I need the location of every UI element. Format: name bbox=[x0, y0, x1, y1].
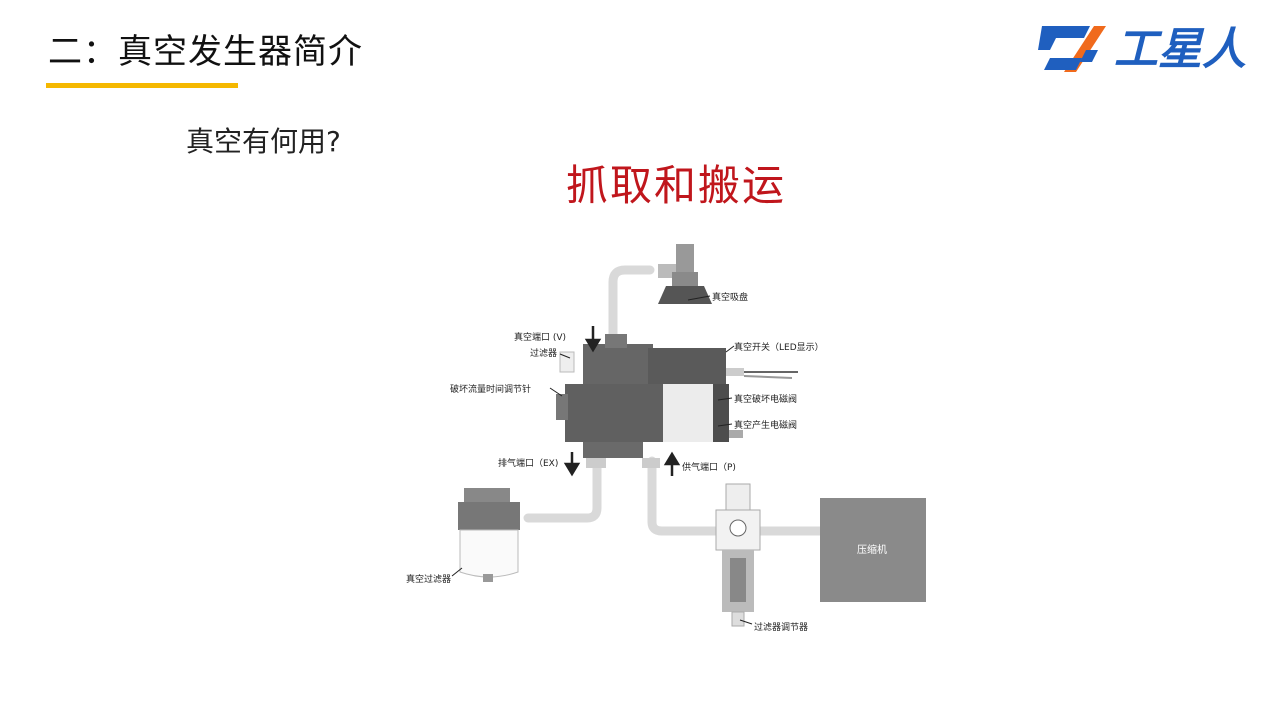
vacuum-generator bbox=[556, 334, 798, 468]
label-filter-regulator: 过滤器调节器 bbox=[754, 621, 808, 633]
vacuum-filter bbox=[458, 488, 520, 582]
logo-text: 工星人 bbox=[1114, 24, 1246, 75]
filter-regulator bbox=[715, 483, 761, 627]
pipe-exhaust-to-filter bbox=[523, 456, 602, 523]
label-vacuum-filter: 真空过滤器 bbox=[406, 573, 451, 585]
up-arrow-icon bbox=[663, 451, 681, 476]
label-vacuum-cup: 真空吸盘 bbox=[712, 291, 748, 303]
label-generate-valve: 真空产生电磁阀 bbox=[734, 419, 797, 431]
label-break-valve: 真空破坏电磁阀 bbox=[734, 393, 797, 405]
compressor-box bbox=[820, 498, 926, 602]
label-vacuum-switch: 真空开关（LED显示） bbox=[734, 341, 824, 353]
down-arrow-icon bbox=[563, 452, 581, 477]
vacuum-system-diagram: 压缩机 真空吸盘 真空端口 (V) 过滤器 真空开关（LED显示） 破坏流量时间… bbox=[406, 244, 926, 633]
vacuum-cup bbox=[658, 244, 712, 304]
label-filter: 过滤器 bbox=[530, 347, 557, 359]
leader-lines bbox=[451, 295, 753, 625]
label-break-flow-timer: 破坏流量时间调节针 bbox=[450, 383, 531, 395]
down-arrow-icon bbox=[584, 326, 602, 353]
title-underline bbox=[46, 83, 238, 88]
slide-title: 二：真空发生器简介 bbox=[48, 32, 363, 72]
pipe-cup-to-generator bbox=[608, 265, 655, 341]
pipes bbox=[523, 265, 825, 536]
highlight-text: 抓取和搬运 bbox=[566, 161, 787, 210]
label-supply-port: 供气端口（P) bbox=[682, 461, 736, 473]
company-logo: 工星人 bbox=[1038, 24, 1246, 75]
question-text: 真空有何用? bbox=[186, 125, 341, 158]
label-vacuum-port: 真空端口 (V) bbox=[514, 331, 566, 343]
flow-arrows bbox=[563, 326, 681, 477]
compressor-label: 压缩机 bbox=[857, 543, 887, 556]
label-exhaust-port: 排气端口（EX) bbox=[498, 457, 558, 469]
pipe-supply-to-regulator bbox=[647, 456, 723, 536]
company-logo-icon bbox=[1038, 26, 1106, 72]
